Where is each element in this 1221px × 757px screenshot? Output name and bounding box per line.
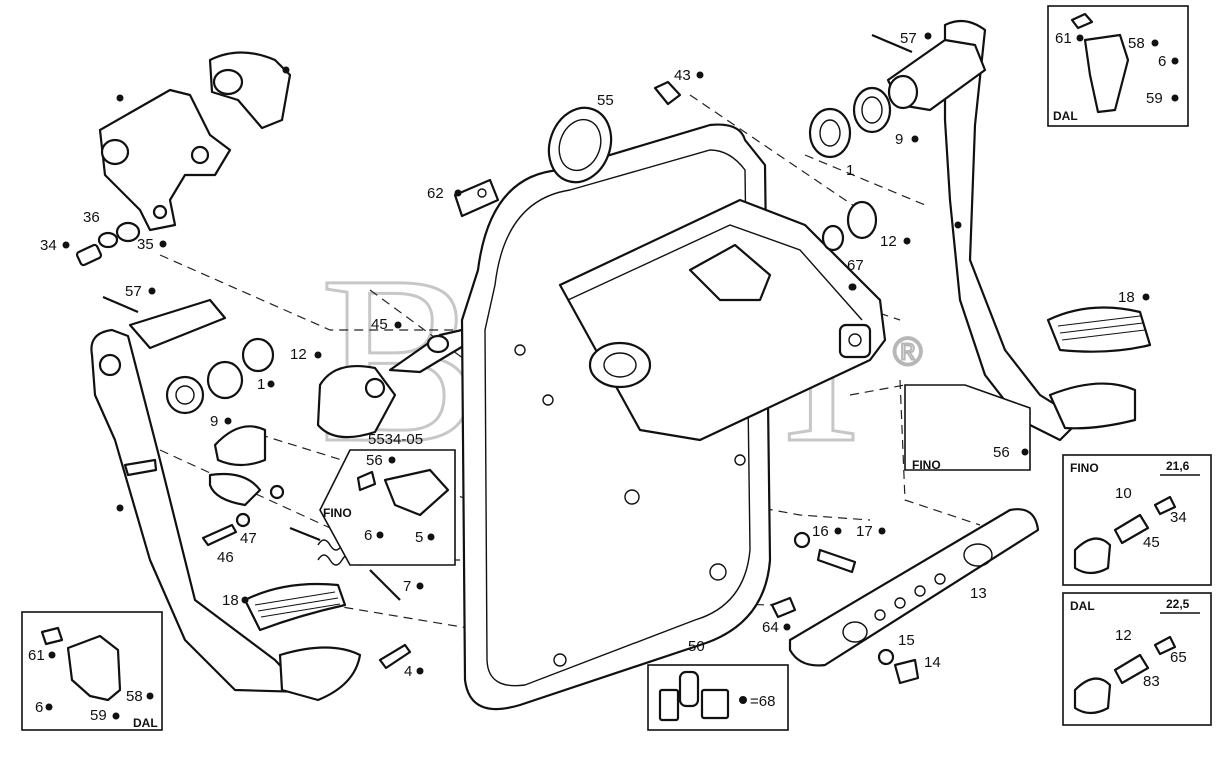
left-shaft-assembly	[128, 298, 275, 415]
callout-36: 36	[83, 209, 100, 226]
inset-fino-center: FINO 56 6 5	[319, 449, 456, 566]
inset-dal-valve-label-b: 65	[1170, 649, 1187, 666]
callout-35: 35	[137, 236, 154, 253]
callout-64: 64	[762, 619, 779, 636]
inset-dal-bottom-title: DAL	[133, 716, 158, 730]
callout-13: 13	[970, 585, 987, 602]
inset-dal-valve-label-c: 83	[1143, 673, 1160, 690]
callout-1-top: 1	[846, 162, 854, 179]
inset-dal-top-label-c: 6	[1158, 53, 1166, 70]
left-bolts	[201, 484, 412, 670]
callout-18-right: 18	[1118, 289, 1135, 306]
inset-dal-bottom-label-a: 61	[28, 647, 45, 664]
callout-12-top: 12	[880, 233, 897, 250]
inset-dal-valve: DAL 22,5 12 65 83	[1062, 592, 1212, 726]
main-housing	[460, 123, 887, 711]
inset-dal-bottom-label-c: 6	[35, 699, 43, 716]
callout-1-left: 1	[257, 376, 265, 393]
watermark-registered-mark: ®	[893, 330, 922, 374]
right-pedal	[871, 19, 1152, 442]
callout-57-top: 57	[900, 30, 917, 47]
inset-dal-bottom-label-d: 59	[90, 707, 107, 724]
kit-box-eq: =68	[750, 693, 775, 710]
callout-17: 17	[856, 523, 873, 540]
callout-47: 47	[240, 530, 257, 547]
inset-dal-top-right: DAL 61 58 6 59	[1047, 5, 1189, 127]
callout-50: 50	[688, 638, 705, 655]
pedal-pad-tread-right	[1057, 315, 1146, 341]
inset-fino-valve: FINO 21,6 10 34 45	[1062, 454, 1212, 586]
callout-9-left: 9	[210, 413, 218, 430]
small-parts-top-left	[75, 221, 141, 314]
inset-fino-center-title: FINO	[323, 506, 352, 520]
upper-left-bracket	[98, 51, 292, 232]
inset-dal-top-label-b: 58	[1128, 35, 1145, 52]
inset-fino-valve-label-c: 45	[1143, 534, 1160, 551]
callout-43: 43	[674, 67, 691, 84]
callout-62: 62	[427, 185, 444, 202]
left-pedal	[90, 328, 362, 702]
inset-fino-valve-title: FINO	[1070, 461, 1099, 475]
inset-fino-valve-dim: 21,6	[1166, 459, 1190, 473]
inset-dal-top-title: DAL	[1053, 109, 1078, 123]
callout-4: 4	[404, 663, 412, 680]
callouts: 57 9 1 12 67 18 56 55 43 62 36 34 35 57 …	[40, 30, 1135, 680]
callout-45: 45	[371, 316, 388, 333]
inset-dal-bottom-label-b: 58	[126, 688, 143, 705]
inset-dal-bottom-left: DAL 61 58 6 59	[21, 611, 163, 731]
callout-inset-center-c: 5	[415, 529, 423, 546]
callout-57-left: 57	[125, 283, 142, 300]
inset-dal-valve-title: DAL	[1070, 599, 1095, 613]
kit-box: =68	[647, 664, 789, 731]
callout-18-left: 18	[222, 592, 239, 609]
drawing-code: 5534-05	[368, 431, 423, 448]
inset-fino-right: FINO	[904, 384, 1031, 472]
inset-dal-top-label-a: 61	[1055, 30, 1072, 47]
callout-9-top: 9	[895, 131, 903, 148]
callout-67: 67	[847, 257, 864, 274]
callout-7: 7	[403, 578, 411, 595]
inset-dal-top-label-d: 59	[1146, 90, 1163, 107]
callout-16: 16	[812, 523, 829, 540]
pedal-pad-tread-left	[254, 591, 341, 618]
callout-inset-center-b: 6	[364, 527, 372, 544]
callout-55: 55	[597, 92, 614, 109]
callout-14: 14	[924, 654, 941, 671]
callout-34-left: 34	[40, 237, 57, 254]
inset-fino-valve-label-b: 34	[1170, 509, 1187, 526]
right-bearings	[808, 86, 892, 252]
callout-56-right: 56	[993, 444, 1010, 461]
inset-dal-valve-dim: 22,5	[1166, 597, 1190, 611]
callout-15: 15	[898, 632, 915, 649]
seal-and-plates-top	[453, 80, 682, 218]
inset-fino-valve-label-a: 10	[1115, 485, 1132, 502]
callout-46: 46	[217, 549, 234, 566]
callout-inset-center-a: 56	[366, 452, 383, 469]
callout-dots	[62, 32, 1150, 675]
callout-12-left: 12	[290, 346, 307, 363]
inset-dal-valve-label-a: 12	[1115, 627, 1132, 644]
master-cylinder	[208, 328, 467, 507]
inset-fino-right-title: FINO	[912, 458, 941, 472]
connecting-bar-13	[770, 508, 1040, 685]
